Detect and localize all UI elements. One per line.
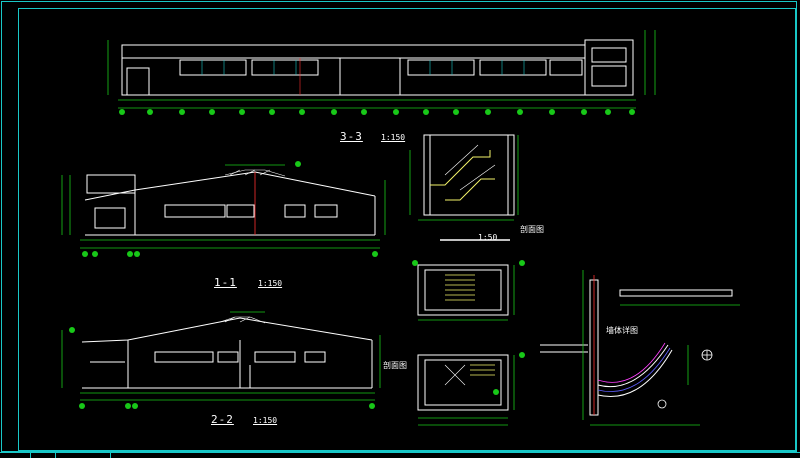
section-2-2-scale: 1:150 [253, 416, 278, 425]
title-block-cell [0, 453, 31, 458]
title-block [0, 452, 800, 458]
section-1-1-title: 1-1 [214, 276, 237, 289]
section-2-2-title: 2-2 [211, 413, 234, 426]
drawing-border-outer [1, 1, 797, 452]
plan-note: 剖面图 [383, 361, 407, 370]
wall-detail-title: 墙体详图 [606, 326, 638, 335]
section-3-3-scale: 1:150 [381, 133, 406, 142]
drawing-border-inner [18, 8, 796, 451]
section-1-1-scale: 1:150 [258, 279, 283, 288]
title-block-cell [30, 453, 56, 458]
stair-scale: 1:50 [478, 233, 498, 242]
stair-section-title: 剖面图 [520, 225, 544, 234]
section-3-3-title: 3-3 [340, 130, 363, 143]
title-block-cell [55, 453, 111, 458]
section-mark-icon [657, 399, 667, 409]
